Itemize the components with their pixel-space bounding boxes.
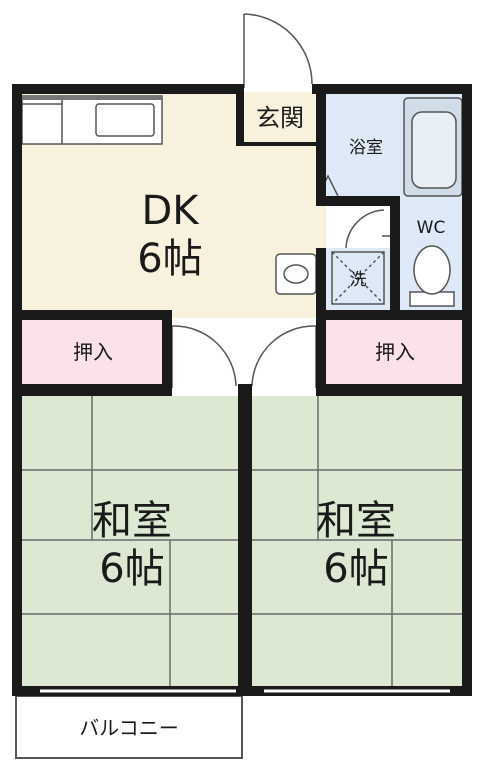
balcony-outline — [15, 695, 243, 759]
bath-label: 浴室 — [349, 138, 383, 158]
washitsu-right-size: 6帖 — [323, 546, 389, 592]
dk-size: 6帖 — [137, 236, 203, 282]
washitsu-left-floor — [20, 396, 242, 688]
closet-right-floor — [322, 318, 468, 386]
washitsu-left-name: 和室 — [92, 498, 172, 544]
washitsu-left-size: 6帖 — [99, 546, 165, 592]
laundry-pan — [331, 251, 385, 305]
wash-basin — [275, 253, 317, 295]
entry-door — [243, 13, 313, 88]
toilet — [409, 245, 455, 307]
wc-label: WC — [416, 218, 446, 238]
tatami-lines-right — [248, 396, 468, 688]
oshiire-left-label: 押入 — [73, 340, 113, 364]
laundry-label: 洗 — [349, 270, 367, 290]
genkan-floor — [244, 92, 316, 142]
balcony-label: バルコニー — [79, 716, 179, 740]
range-hood — [22, 96, 162, 100]
tatami-lines-left — [20, 396, 242, 688]
closet-left-floor — [20, 318, 166, 386]
washitsu-right-floor — [248, 396, 468, 688]
bathtub — [403, 97, 463, 197]
genkan-label: 玄関 — [256, 104, 304, 132]
washitsu-right-name: 和室 — [316, 498, 396, 544]
dk-name: DK — [141, 188, 199, 234]
oshiire-right-label: 押入 — [375, 340, 415, 364]
walls — [12, 84, 472, 696]
kitchen-counter — [21, 95, 163, 145]
